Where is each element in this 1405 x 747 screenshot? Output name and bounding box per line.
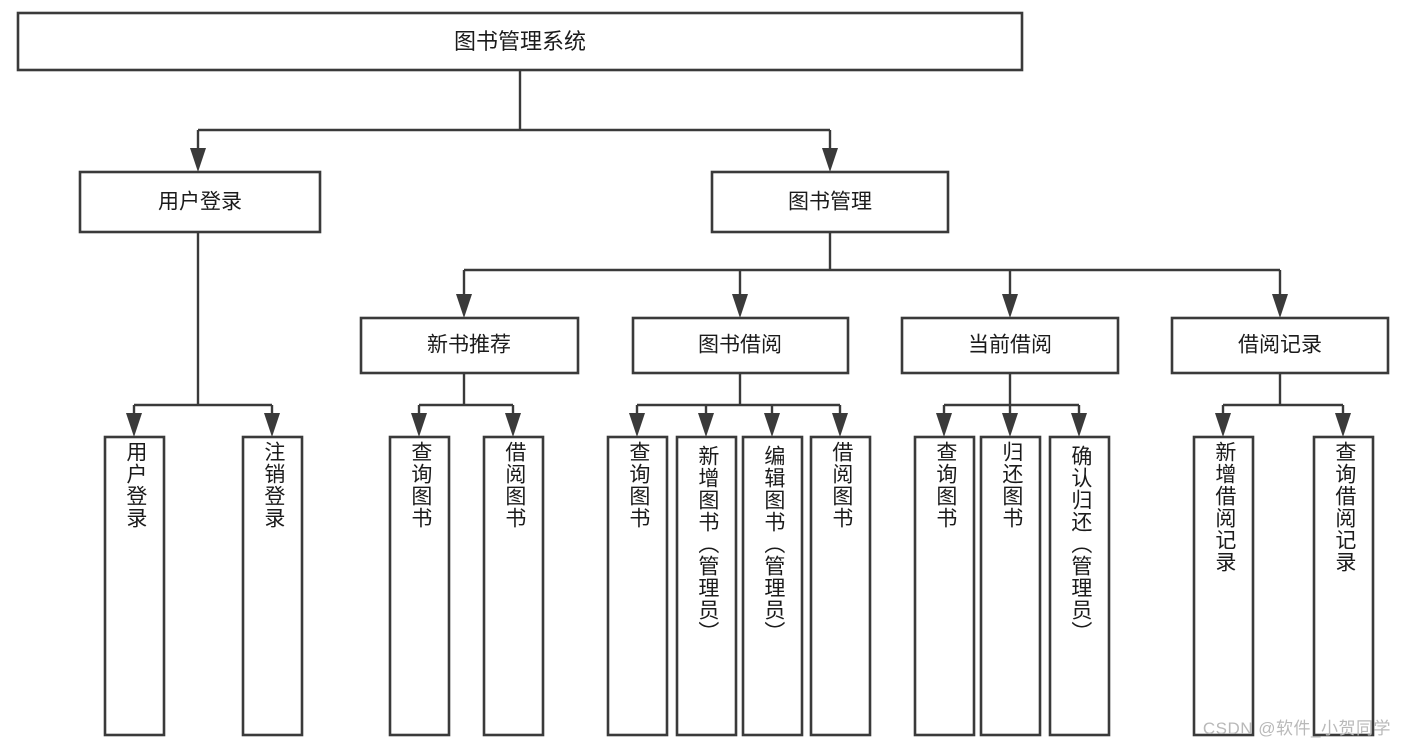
node-user-login[interactable]: 用户登录 [78, 170, 322, 234]
arrow-user-login-leaf-2 [264, 413, 280, 437]
node-book-borrow[interactable]: 图书借阅 [631, 316, 850, 375]
arrow-borrow-record-leaf-1 [1215, 413, 1231, 437]
leaf-box-book-borrow-4[interactable] [809, 435, 872, 737]
node-borrow-record-label: 借阅记录 [1238, 334, 1322, 357]
arrow-to-book-mgmt [822, 148, 838, 172]
node-book-borrow-box[interactable] [631, 316, 850, 375]
node-root-label: 图书管理系统 [454, 29, 586, 54]
arrow-book-borrow-leaf-1 [629, 413, 645, 437]
leaf-box-user-login-1[interactable] [103, 435, 166, 737]
arrow-book-borrow-leaf-2 [698, 413, 714, 437]
node-book-management[interactable]: 图书管理 [710, 170, 950, 234]
arrow-new-book-leaf-2 [505, 413, 521, 437]
arrow-current-borrow-leaf-2 [1002, 413, 1018, 437]
arrow-to-borrow-record [1272, 294, 1288, 318]
arrow-book-borrow-leaf-3 [764, 413, 780, 437]
node-current-borrow[interactable]: 当前借阅 [900, 316, 1120, 375]
node-new-book-recommend-box[interactable] [359, 316, 580, 375]
leaf-box-borrow-record-1[interactable] [1192, 435, 1255, 737]
node-current-borrow-label: 当前借阅 [968, 334, 1052, 357]
leaf-box-book-borrow-1[interactable] [606, 435, 669, 737]
connector-layer [126, 70, 1351, 437]
arrow-new-book-leaf-1 [411, 413, 427, 437]
arrow-to-current-borrow [1002, 294, 1018, 318]
node-user-login-box[interactable] [78, 170, 322, 234]
leaf-box-current-borrow-2[interactable] [979, 435, 1042, 737]
node-new-book-recommend[interactable]: 新书推荐 [359, 316, 580, 375]
leaf-box-borrow-record-2[interactable] [1312, 435, 1375, 737]
leaf-box-current-borrow-3[interactable] [1048, 435, 1111, 737]
arrow-to-new-book [456, 294, 472, 318]
node-user-login-label: 用户登录 [158, 191, 242, 214]
leaf-box-book-borrow-3[interactable] [741, 435, 804, 737]
arrow-user-login-leaf-1 [126, 413, 142, 437]
arrow-to-book-borrow [732, 294, 748, 318]
node-borrow-record[interactable]: 借阅记录 [1170, 316, 1390, 375]
arrow-book-borrow-leaf-4 [832, 413, 848, 437]
arrow-current-borrow-leaf-3 [1071, 413, 1087, 437]
leaf-box-new-book-1[interactable] [388, 435, 451, 737]
arrow-current-borrow-leaf-1 [936, 413, 952, 437]
node-book-borrow-label: 图书借阅 [698, 334, 782, 357]
node-book-management-box[interactable] [710, 170, 950, 234]
arrow-borrow-record-leaf-2 [1335, 413, 1351, 437]
node-book-management-label: 图书管理 [788, 191, 872, 214]
node-new-book-recommend-label: 新书推荐 [427, 334, 511, 357]
leaf-box-current-borrow-1[interactable] [913, 435, 976, 737]
leaf-box-user-login-2[interactable] [241, 435, 304, 737]
leaf-box-new-book-2[interactable] [482, 435, 545, 737]
node-borrow-record-box[interactable] [1170, 316, 1390, 375]
leaf-box-book-borrow-2[interactable] [675, 435, 738, 737]
node-current-borrow-box[interactable] [900, 316, 1120, 375]
watermark-text: CSDN @软件_小贺同学 [1202, 719, 1391, 738]
node-root-box[interactable] [16, 11, 1024, 72]
arrow-to-user-login [190, 148, 206, 172]
node-root[interactable]: 图书管理系统 [16, 11, 1024, 72]
